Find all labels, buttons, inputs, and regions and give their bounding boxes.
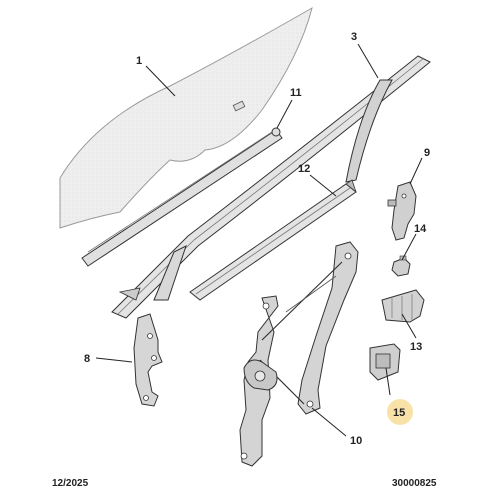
footer-reference: 30000825 <box>392 478 437 489</box>
callout-3: 3 <box>351 31 357 43</box>
leader-line-8 <box>95 357 133 363</box>
leader-line-3 <box>357 43 379 79</box>
window-glass-part <box>59 6 313 229</box>
leader-lines <box>95 43 423 437</box>
connector-module-part <box>369 343 401 381</box>
glass-clip-part <box>232 100 246 112</box>
callout-14: 14 <box>414 223 427 235</box>
bracket-part <box>133 313 163 407</box>
guide-clip-part <box>387 181 417 241</box>
callout-8: 8 <box>84 353 90 365</box>
leader-line-10 <box>311 407 347 437</box>
guide-block-part <box>381 289 425 323</box>
leader-line-15 <box>385 367 391 396</box>
leader-line-12 <box>309 174 337 197</box>
callout-9: 9 <box>424 147 430 159</box>
callout-13: 13 <box>410 341 422 353</box>
leader-line-9 <box>409 157 423 185</box>
outer-seal-strip-part <box>81 127 283 267</box>
callout-15: 15 <box>393 407 405 419</box>
callout-10: 10 <box>350 435 362 447</box>
leader-line-14 <box>401 233 417 261</box>
inner-seal-strip-part <box>189 183 357 301</box>
window-regulator-part <box>239 241 359 467</box>
door-frame-channel-part <box>111 55 431 319</box>
leader-line-1 <box>145 65 176 97</box>
callout-12: 12 <box>298 163 310 175</box>
callout-1: 1 <box>136 55 142 67</box>
leader-line-13 <box>401 313 417 339</box>
small-clip-part <box>391 255 411 277</box>
leader-line-11 <box>276 99 293 129</box>
footer-date: 12/2025 <box>52 478 89 489</box>
callout-11: 11 <box>290 87 302 99</box>
callout-15-highlight <box>387 399 413 425</box>
